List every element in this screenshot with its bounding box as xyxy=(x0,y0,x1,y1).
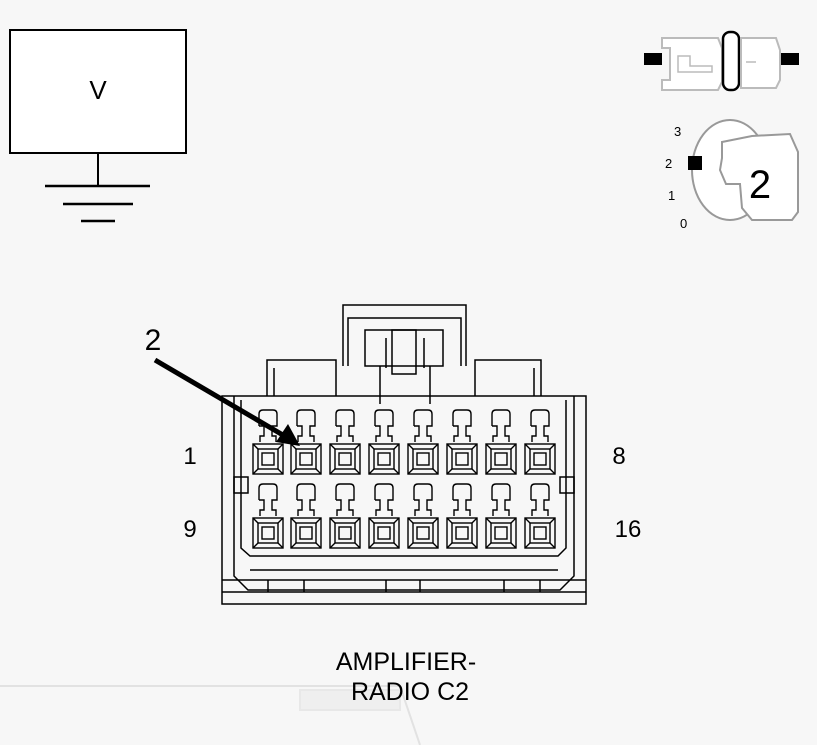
connector-face xyxy=(221,304,587,605)
connector-pin-11 xyxy=(329,483,361,549)
ignition-position-3: 3 xyxy=(674,124,681,139)
connector-pin-1 xyxy=(252,409,284,475)
ignition-key-position: 2 xyxy=(749,163,771,207)
connector-pin-8 xyxy=(524,409,556,475)
ignition-position-1: 1 xyxy=(668,188,675,203)
voltmeter-label: V xyxy=(89,75,107,105)
connector-pin-16 xyxy=(524,483,556,549)
connector-pin-15 xyxy=(485,483,517,549)
ground-icon xyxy=(45,184,150,223)
connector-title-line1: AMPLIFIER- xyxy=(336,648,476,676)
connector-pin-4 xyxy=(368,409,400,475)
connector-pin-13 xyxy=(407,483,439,549)
connector-pin-5 xyxy=(407,409,439,475)
ignition-position-0: 0 xyxy=(680,216,687,231)
pin-label-8: 8 xyxy=(612,443,625,470)
ignition-position-2: 2 xyxy=(665,156,672,171)
pin-label-16: 16 xyxy=(615,516,642,543)
connector-pin-14 xyxy=(446,483,478,549)
connector-pin-3 xyxy=(329,409,361,475)
connector-pin-9 xyxy=(252,483,284,549)
pin-label-9: 9 xyxy=(183,516,196,543)
connector-pins xyxy=(252,409,556,549)
connector-pin-10 xyxy=(290,483,322,549)
pin-label-1: 1 xyxy=(183,443,196,470)
connector-title-line2: RADIO C2 xyxy=(351,678,469,706)
connector-pin-12 xyxy=(368,483,400,549)
faint-background-panel xyxy=(0,685,421,745)
connector-pin-6 xyxy=(446,409,478,475)
connector-pin-7 xyxy=(485,409,517,475)
connector-pin-2 xyxy=(290,409,322,475)
ignition-switch-icon: 3 2 1 0 2 xyxy=(665,119,799,231)
callout-label: 2 xyxy=(145,324,162,357)
connector-plug-icon xyxy=(644,30,799,92)
callout-arrow-icon xyxy=(153,357,300,446)
voltmeter-symbol: V xyxy=(9,29,187,223)
